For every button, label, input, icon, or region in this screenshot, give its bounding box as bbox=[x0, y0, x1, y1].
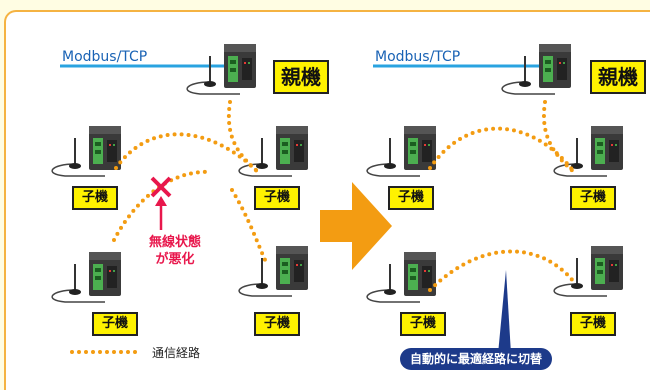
child-device-icon bbox=[51, 125, 122, 177]
protocol-label: Modbus/TCP bbox=[375, 49, 461, 65]
parent-unit-label: 親機 bbox=[590, 60, 646, 94]
child-device-icon bbox=[51, 251, 122, 303]
child-unit-label: 子機 bbox=[254, 186, 300, 210]
left-panel bbox=[51, 43, 309, 354]
child-unit-label: 子機 bbox=[388, 186, 434, 210]
right-panel bbox=[366, 43, 624, 354]
communication-path bbox=[114, 132, 260, 174]
parent-unit-label: 親機 bbox=[273, 60, 329, 94]
child-unit-label: 子機 bbox=[72, 186, 118, 210]
legend-label: 通信経路 bbox=[152, 346, 201, 360]
child-unit-label: 子機 bbox=[570, 186, 616, 210]
banner-pointer-icon bbox=[498, 270, 511, 354]
child-device-icon bbox=[553, 125, 624, 177]
child-device-icon bbox=[553, 245, 624, 297]
child-unit-label: 子機 bbox=[400, 312, 446, 336]
fault-arrow-icon bbox=[155, 196, 167, 230]
communication-path bbox=[112, 169, 212, 242]
child-device-icon bbox=[238, 245, 309, 297]
transition-arrow-icon bbox=[320, 182, 392, 270]
fault-annotation: 無線状態 が悪化 bbox=[148, 235, 201, 267]
network-diagram bbox=[51, 43, 624, 354]
child-unit-label: 子機 bbox=[254, 312, 300, 336]
auto-reroute-banner: 自動的に最適経路に切替 bbox=[400, 348, 553, 370]
communication-path bbox=[428, 249, 576, 292]
child-unit-label: 子機 bbox=[92, 312, 138, 336]
child-device-icon bbox=[238, 125, 309, 177]
communication-path bbox=[428, 126, 576, 174]
communication-path bbox=[541, 100, 576, 174]
child-device-icon bbox=[366, 251, 437, 303]
broken-link-icon bbox=[150, 176, 172, 198]
child-unit-label: 子機 bbox=[570, 312, 616, 336]
child-device-icon bbox=[366, 125, 437, 177]
parent-device-icon bbox=[501, 43, 572, 95]
protocol-label: Modbus/TCP bbox=[62, 49, 148, 65]
diagram-stage: Modbus/TCP 親機 子機 子機 子機 子機 無線状態 が悪化 通信経路 … bbox=[4, 10, 650, 390]
parent-device-icon bbox=[186, 43, 257, 95]
